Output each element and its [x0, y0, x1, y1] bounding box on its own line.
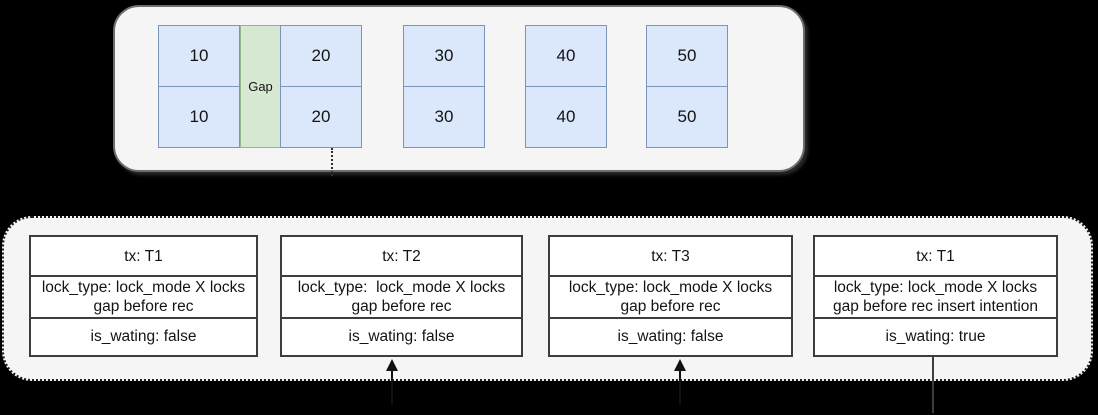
record-cell: 50	[646, 86, 728, 148]
record-cell: 10	[158, 25, 240, 87]
record-cell: 30	[403, 86, 485, 148]
lock-waiting-label: is_wating: false	[348, 327, 455, 345]
index-record-pair-10: 10 10	[158, 25, 240, 148]
lock-record-t1-insert-intention: tx: T1 lock_type: lock_mode X locks gap …	[813, 235, 1058, 357]
lock-connector-line	[932, 356, 934, 413]
index-record-pair-40: 40 40	[525, 25, 607, 148]
lock-record-t3: tx: T3 lock_type: lock_mode X locks gap …	[548, 235, 793, 357]
arrow-head	[386, 359, 398, 371]
lock-type-label: lock_type: lock_mode X locks gap before …	[31, 277, 256, 319]
up-arrow-icon	[386, 359, 398, 404]
index-record-pair-20: 20 20	[280, 25, 362, 148]
record-cell: 20	[280, 86, 362, 148]
lock-waiting-label: is_wating: false	[617, 327, 724, 345]
record-cell: 40	[525, 25, 607, 87]
lock-record-t1: tx: T1 lock_type: lock_mode X locks gap …	[29, 235, 258, 357]
lock-type-label: lock_type: lock_mode X locks gap before …	[282, 277, 521, 319]
lock-tx-label: tx: T1	[31, 237, 256, 277]
record-cell: 40	[525, 86, 607, 148]
record-cell: 30	[403, 25, 485, 87]
gap-to-locks-connector	[331, 148, 333, 176]
gap-cell: Gap	[240, 25, 281, 148]
record-cell: 20	[280, 25, 362, 87]
lock-tx-label: tx: T3	[550, 237, 791, 277]
lock-type-label: lock_type: lock_mode X locks gap before …	[815, 277, 1056, 319]
index-record-pair-30: 30 30	[403, 25, 485, 148]
arrow-shaft	[679, 370, 681, 404]
lock-tx-label: tx: T1	[815, 237, 1056, 277]
record-cell: 50	[646, 25, 728, 87]
record-cell: 10	[158, 86, 240, 148]
lock-waiting-label: is_wating: false	[90, 327, 197, 345]
arrow-head	[674, 359, 686, 371]
lock-type-label: lock_type: lock_mode X locks gap before …	[550, 277, 791, 319]
lock-waiting-label: is_wating: true	[885, 327, 986, 345]
up-arrow-icon	[674, 359, 686, 404]
lock-record-t2: tx: T2 lock_type: lock_mode X locks gap …	[280, 235, 523, 357]
lock-tx-label: tx: T2	[282, 237, 521, 277]
arrow-shaft	[391, 370, 393, 404]
index-record-pair-50: 50 50	[646, 25, 728, 148]
